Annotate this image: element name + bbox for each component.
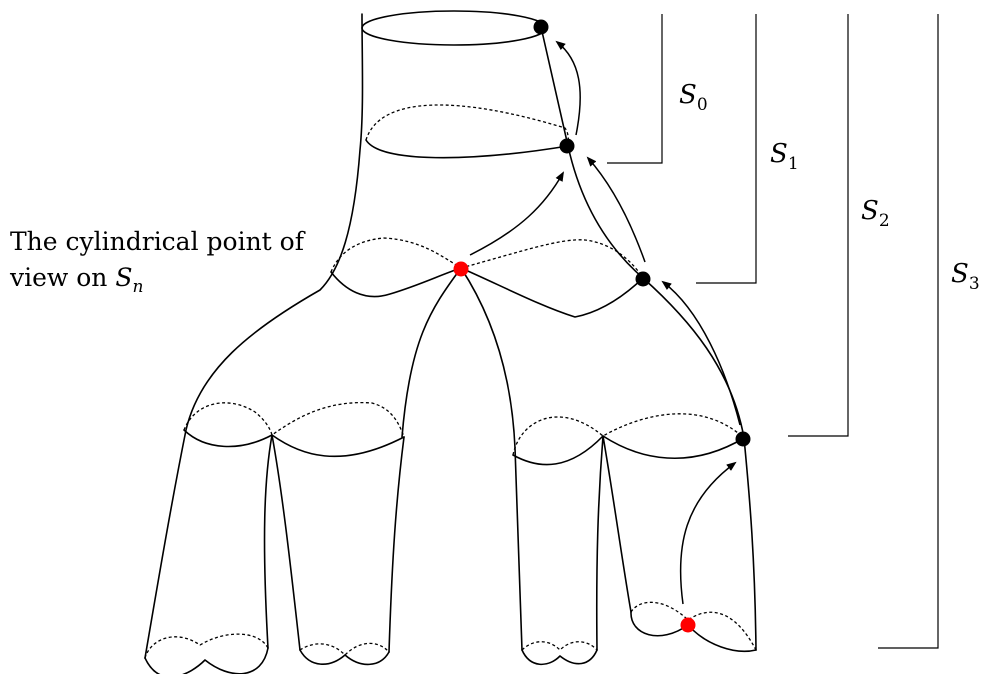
arrow-waist-to-upper bbox=[469, 171, 564, 256]
leg4-boundary-front bbox=[630, 611, 757, 652]
arrows bbox=[469, 40, 741, 605]
points bbox=[453, 19, 751, 633]
leg1-boundary-back bbox=[144, 633, 269, 659]
surface-outline bbox=[144, 10, 757, 674]
upper-cuff-front bbox=[365, 139, 569, 159]
annotation-text: The cylindrical point of view on Sn bbox=[9, 227, 306, 297]
arrow-bottom-up bbox=[679, 461, 737, 605]
label-s3: S3 bbox=[951, 259, 980, 294]
trunk-right-side bbox=[540, 26, 757, 651]
leg2-boundary-front bbox=[299, 649, 390, 666]
annotation-line2: view on Sn bbox=[9, 263, 143, 297]
left-pants-cuff-front bbox=[183, 429, 405, 458]
label-s0: S0 bbox=[679, 80, 708, 115]
waist-cuff-front-right bbox=[460, 267, 644, 318]
leg2-boundary-back bbox=[299, 642, 390, 656]
top-boundary-circle bbox=[361, 10, 547, 46]
label-s2: S2 bbox=[861, 196, 890, 231]
bracket-s0 bbox=[607, 14, 663, 164]
waist-cuff-back-right bbox=[460, 239, 644, 279]
annotation-symbol: S bbox=[115, 263, 132, 292]
level-labels: S0 S1 S2 S3 bbox=[679, 80, 980, 294]
label-s1: S1 bbox=[770, 139, 799, 174]
left-pants-outer-right bbox=[388, 436, 405, 653]
left-pants-inner-legs bbox=[263, 434, 301, 651]
arrow-lower-right-up bbox=[661, 280, 741, 426]
bracket-s2 bbox=[788, 14, 849, 437]
waist-cuff-back-left bbox=[330, 237, 462, 273]
point-top bbox=[533, 19, 549, 35]
annotation-line2-prefix: view on bbox=[9, 263, 115, 292]
right-pants-cuff-back bbox=[512, 413, 745, 456]
annotation-subscript: n bbox=[133, 277, 144, 297]
arrow-s0-up bbox=[555, 40, 581, 136]
point-lower-right bbox=[735, 431, 751, 447]
point-upper-cuff bbox=[559, 138, 575, 154]
point-waist-center-highlight bbox=[453, 261, 469, 277]
leg3-boundary-back bbox=[521, 641, 598, 651]
annotation-line1: The cylindrical point of bbox=[10, 227, 306, 256]
crotch-left-leg bbox=[401, 267, 462, 438]
waist-cuff-front-left bbox=[330, 267, 462, 298]
bracket-s1 bbox=[696, 14, 757, 284]
point-waist-right bbox=[635, 271, 651, 287]
point-bottom-highlight bbox=[680, 617, 696, 633]
trunk-left-side bbox=[144, 13, 364, 659]
right-pants-cuff-front bbox=[512, 435, 745, 466]
arrow-right-waist-up bbox=[586, 156, 646, 263]
upper-cuff-back bbox=[365, 104, 570, 147]
left-pants-cuff-back bbox=[183, 401, 405, 438]
bracket-s3 bbox=[878, 14, 939, 649]
crotch-right-leg bbox=[460, 267, 523, 651]
leg1-boundary-front bbox=[144, 647, 269, 674]
level-brackets bbox=[607, 14, 939, 649]
leg3-boundary-front bbox=[521, 649, 598, 666]
right-pants-inner-legs bbox=[595, 435, 632, 651]
